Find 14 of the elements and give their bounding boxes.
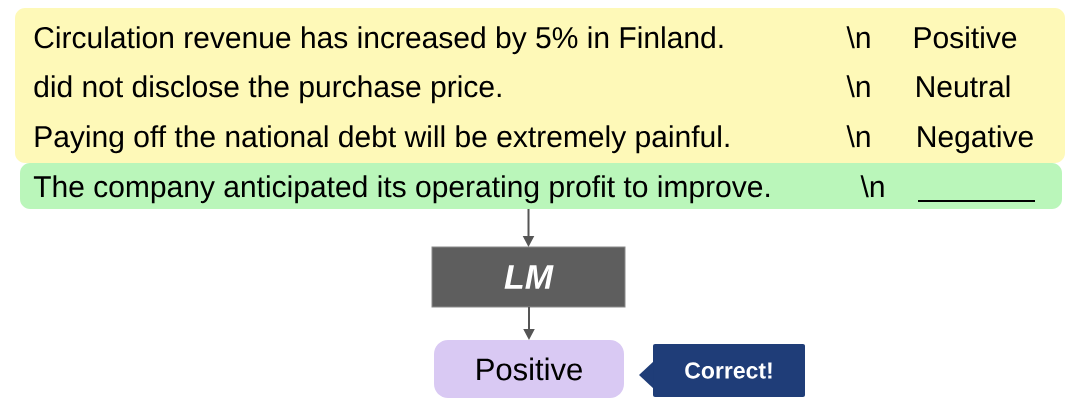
newline-token: \n xyxy=(846,125,870,148)
example-sentence: Circulation revenue has increased by 5% in Finland. xyxy=(34,26,723,55)
sentiment-label: Neutral xyxy=(917,75,1010,98)
example-sentence: did not disclose the purchase price. xyxy=(34,75,501,104)
newline-token: \n xyxy=(846,75,870,98)
example-sentence: Paying off the national debt will be extremely painful. xyxy=(35,125,729,154)
callout-bubble: Correct! xyxy=(639,344,805,397)
sentiment-label: Negative xyxy=(918,125,1033,154)
newline-token: \n xyxy=(846,26,870,49)
sentiment-label: Positive xyxy=(914,26,1017,49)
query-sentence: The company anticipated its operating profit to improve. xyxy=(33,175,770,204)
model-box: LM xyxy=(431,246,626,308)
newline-token: \n xyxy=(860,175,884,198)
output-box: Positive xyxy=(434,340,624,398)
